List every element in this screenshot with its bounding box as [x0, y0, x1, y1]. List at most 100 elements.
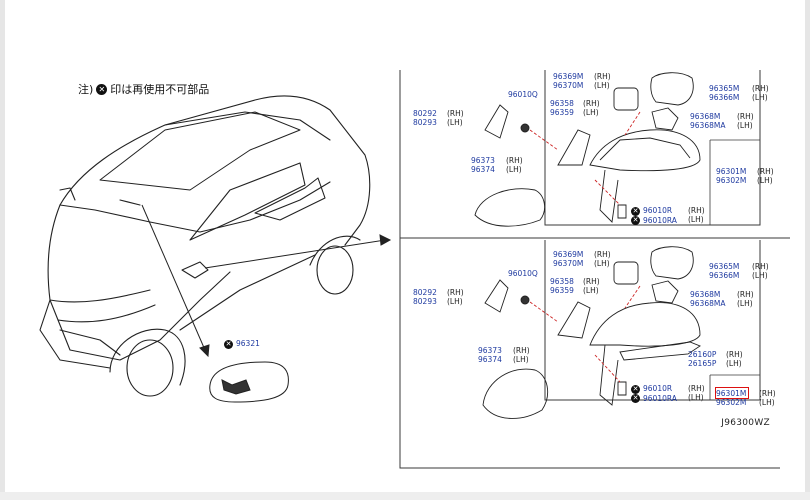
- side-label: (LH): [752, 271, 768, 280]
- part-number: 96368MA: [690, 299, 726, 308]
- part-number: 96010R: [643, 384, 673, 393]
- bottom-parts: [482, 246, 701, 419]
- label-inside-mirror: ✕96321: [224, 339, 260, 349]
- side-label: (LH): [447, 297, 463, 306]
- non-reusable-icon: ✕: [631, 394, 640, 403]
- label-cover-top-side: (RH) (LH): [506, 156, 523, 174]
- label-heater-top: 96368M 96368MA: [690, 112, 725, 130]
- part-number: 80292: [413, 109, 437, 118]
- part-number: 96302M: [716, 176, 747, 185]
- label-actuator-bottom-side: (RH) (LH): [594, 250, 611, 268]
- label-glass-bottom: 96365M 96366M: [709, 262, 739, 280]
- part-number: 96010RA: [643, 393, 677, 403]
- part-number: 96358: [550, 99, 574, 108]
- non-reusable-icon: ✕: [224, 339, 233, 349]
- side-label: (LH): [757, 176, 773, 185]
- label-glass-top-side: (RH) (LH): [752, 84, 769, 102]
- part-number: 96374: [471, 165, 495, 174]
- part-number: 96301M: [716, 167, 747, 176]
- frame-left: [0, 0, 5, 500]
- side-label: (LH): [688, 393, 704, 402]
- part-number: 96369M: [553, 250, 584, 259]
- label-heater-bottom-side: (RH) (LH): [737, 290, 754, 308]
- side-label: (RH): [759, 389, 776, 398]
- note-text: 印は再使用不可部品: [110, 83, 210, 96]
- part-number: 96368M: [690, 290, 721, 299]
- label-actuator-top: 96369M 96370M: [553, 72, 583, 90]
- label-clip-bottom: 96010Q: [508, 269, 538, 278]
- non-reusable-icon: ✕: [96, 83, 108, 95]
- part-number: 96366M: [709, 93, 740, 102]
- section-frames: [399, 70, 790, 469]
- side-label: (RH): [583, 99, 600, 108]
- label-cover-bottom-side: (RH) (LH): [513, 346, 530, 364]
- side-label: (RH): [513, 346, 530, 355]
- part-number: 96010R: [643, 206, 673, 215]
- label-actuator-bottom: 96369M 96370M: [553, 250, 583, 268]
- label-glass-holder-top-side: (RH) (LH): [583, 99, 600, 117]
- side-label: (LH): [737, 299, 753, 308]
- label-actuator-top-side: (RH) (LH): [594, 72, 611, 90]
- frame-bottom: [0, 492, 810, 500]
- label-cover-bottom: 96373 96374: [478, 346, 502, 364]
- side-label: (RH): [752, 262, 769, 271]
- label-bracket-bottom-side: (RH) (LH): [447, 288, 464, 306]
- side-label: (LH): [583, 108, 599, 117]
- part-number: 96374: [478, 355, 502, 364]
- label-glass-top: 96365M 96366M: [709, 84, 739, 102]
- side-label: (RH): [737, 112, 754, 121]
- part-number: 96302M: [716, 398, 747, 407]
- part-number: 96365M: [709, 262, 740, 271]
- side-label: (LH): [513, 355, 529, 364]
- part-number: 96373: [478, 346, 502, 355]
- side-label: (RH): [594, 72, 611, 81]
- side-label: (LH): [752, 93, 768, 102]
- side-label: (RH): [447, 109, 464, 118]
- label-mirror-assy-top-side: (RH) (LH): [757, 167, 774, 185]
- label-glass-bottom-side: (RH) (LH): [752, 262, 769, 280]
- non-reusable-icon: ✕: [631, 384, 640, 394]
- part-number: 96359: [550, 108, 574, 117]
- label-bracket-bottom: 80292 80293: [413, 288, 437, 306]
- label-cover-top: 96373 96374: [471, 156, 495, 174]
- side-label: (LH): [594, 81, 610, 90]
- highlight-box: [715, 387, 749, 399]
- label-screw-bottom: ✕96010R ✕96010RA: [631, 384, 677, 403]
- side-label: (LH): [447, 118, 463, 127]
- label-screw-bottom-side: (RH) (LH): [688, 384, 705, 402]
- label-mirror-assy-bottom-side: (RH) (LH): [759, 389, 776, 407]
- label-turn-lamp-bottom: 26160P 26165P: [688, 350, 716, 368]
- label-bracket-top: 80292 80293: [413, 109, 437, 127]
- label-glass-holder-bottom-side: (RH) (LH): [583, 277, 600, 295]
- vehicle-outline: [39, 95, 371, 397]
- note-prefix: 注): [78, 83, 94, 96]
- side-label: (RH): [583, 277, 600, 286]
- pointer-arrows: [141, 204, 392, 358]
- part-number: 96368M: [690, 112, 721, 121]
- side-label: (RH): [506, 156, 523, 165]
- non-reusable-icon: ✕: [631, 206, 640, 216]
- part-number: 80292: [413, 288, 437, 297]
- side-label: (RH): [688, 206, 705, 215]
- part-number: 96370M: [553, 259, 584, 268]
- part-number: 96368MA: [690, 121, 726, 130]
- label-screw-top: ✕96010R ✕96010RA: [631, 206, 677, 225]
- label-heater-top-side: (RH) (LH): [737, 112, 754, 130]
- side-label: (LH): [594, 259, 610, 268]
- label-turn-lamp-bottom-side: (RH) (LH): [726, 350, 743, 368]
- label-bracket-top-side: (RH) (LH): [447, 109, 464, 127]
- part-number: 96301M: [716, 389, 747, 398]
- part-number: 96366M: [709, 271, 740, 280]
- part-number: 96365M: [709, 84, 740, 93]
- label-glass-holder-bottom: 96358 96359: [550, 277, 574, 295]
- part-number: 96359: [550, 286, 574, 295]
- label-clip-top: 96010Q: [508, 90, 538, 99]
- part-number: 80293: [413, 118, 437, 127]
- side-label: (RH): [447, 288, 464, 297]
- side-label: (RH): [757, 167, 774, 176]
- part-number: 26165P: [688, 359, 717, 368]
- side-label: (LH): [688, 215, 704, 224]
- side-label: (RH): [688, 384, 705, 393]
- side-label: (LH): [506, 165, 522, 174]
